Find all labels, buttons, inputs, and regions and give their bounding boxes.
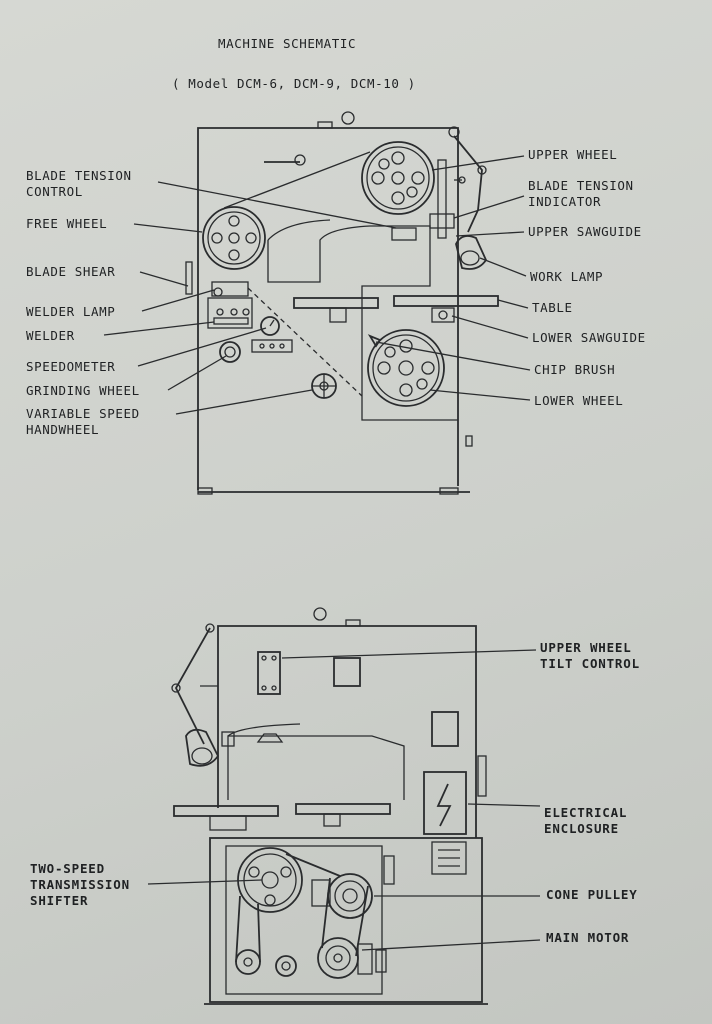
top-throat-arc [267,219,331,241]
rear-work-lamp [185,728,220,767]
base-cabinet [209,837,483,1003]
grinding-wheel [219,341,241,363]
label-cone-pulley: CONE PULLEY [546,887,638,902]
bottom-throat [227,735,405,800]
top-foot-left [197,487,213,495]
top-frame-outline [197,127,459,490]
rear-table-left [173,805,279,817]
free-wheel [202,206,266,270]
tilt-control-plate [257,651,281,695]
work-lamp-arm [453,135,483,233]
lower-wheel [367,329,445,407]
welder-lamp [211,281,249,297]
label-table: TABLE [532,300,573,315]
label-main-motor: MAIN MOTOR [546,930,630,945]
speedometer [260,316,280,336]
label-grinding-wheel: GRINDING WHEEL [26,383,140,398]
shifter-box [311,879,331,907]
lightning-bolt-icon [436,783,452,827]
label-chip-brush: CHIP BRUSH [534,362,616,377]
label-speedometer: SPEEDOMETER [26,359,116,374]
idler-pulley-right [275,955,297,977]
rear-window-2 [431,711,459,747]
top-blade-segment [223,151,371,209]
rear-window-1 [333,657,361,687]
blade-shear [185,261,193,295]
top-machine-front-view [185,111,499,495]
label-upper-sawguide: UPPER SAWGUIDE [528,224,642,239]
table-left [293,297,379,309]
sawguide-post [437,159,447,239]
label-welder: WELDER [26,328,75,343]
label-free-wheel: FREE WHEEL [26,216,108,231]
bottom-leader-lines [147,649,541,951]
lower-sawguide [431,307,455,323]
idler-pulley-left [235,949,261,975]
top-throat-outline [267,225,458,421]
label-welder-lamp: WELDER LAMP [26,304,116,319]
base-opening [225,845,383,995]
chip-brush [367,334,382,348]
top-lug [317,121,333,129]
table-right [393,295,499,307]
control-buttons [251,339,293,353]
electrical-enclosure [423,771,467,835]
label-upper-wheel: UPPER WHEEL [528,147,618,162]
rear-table-right [295,803,391,815]
welder-panel [207,297,253,329]
vent-panel [431,841,467,875]
page-title: MACHINE SCHEMATIC [218,36,357,51]
label-work-lamp: WORK LAMP [530,269,604,284]
main-motor [317,937,373,979]
top-leader-lines [103,155,531,415]
label-lower-sawguide: LOWER SAWGUIDE [532,330,646,345]
label-blade-shear: BLADE SHEAR [26,264,116,279]
rear-lamp-arm [174,627,211,745]
top-dashed-belt [247,287,363,397]
work-lamp [455,235,488,270]
top-lift-eye [341,111,355,125]
upper-sawguide-block [391,227,417,241]
bottom-machine-rear-view [171,607,488,1005]
page-subtitle: ( Model DCM-6, DCM-9, DCM-10 ) [172,76,416,91]
bottom-lift-eye [313,607,327,621]
upper-wheel [361,141,435,215]
variable-speed-handwheel [311,373,337,399]
tension-indicator-box [429,213,455,229]
label-lower-wheel: LOWER WHEEL [534,393,624,408]
tension-handle-knob [294,154,306,166]
top-foot-right [439,487,459,495]
